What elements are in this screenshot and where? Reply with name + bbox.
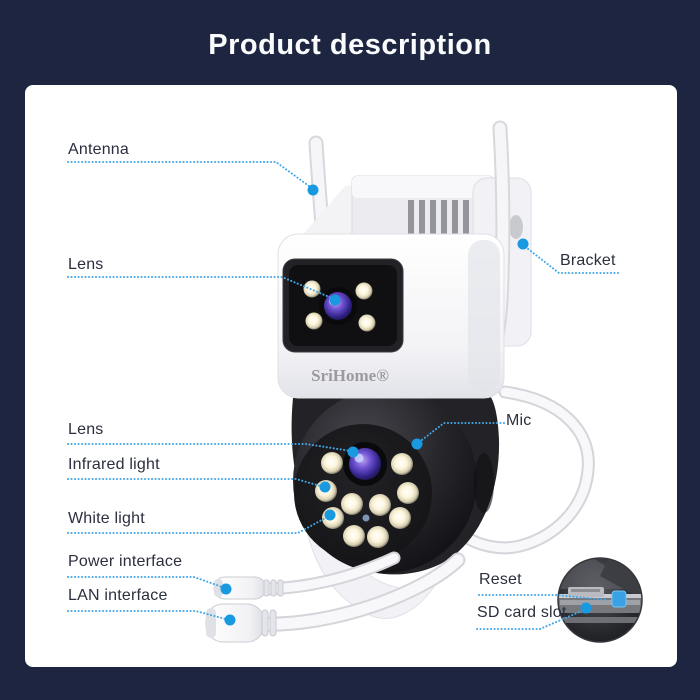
head-led-icons — [303, 280, 376, 332]
leader-power — [67, 576, 226, 589]
lan-connector-icon — [205, 603, 277, 643]
leader-bracket — [522, 244, 619, 274]
label-antenna: Antenna — [68, 141, 130, 158]
sd-slot-inset — [557, 557, 643, 643]
brand-text: SriHome® — [311, 366, 389, 385]
leader-lan — [67, 610, 230, 621]
marker-dots — [220, 184, 592, 626]
label-lens-bottom: Lens — [68, 421, 104, 438]
label-mic: Mic — [506, 412, 532, 429]
leader-lens-bottom — [67, 443, 352, 452]
label-power-interface: Power interface — [68, 553, 183, 570]
reset-button-icon — [611, 590, 627, 608]
leader-lines — [67, 161, 619, 630]
leader-sd — [476, 609, 585, 630]
leader-infrared — [67, 478, 325, 488]
pigtail-cables — [252, 551, 466, 632]
label-lan-interface: LAN interface — [68, 587, 168, 604]
label-lens-top: Lens — [68, 256, 104, 273]
ball-led-icons — [315, 452, 419, 548]
leader-antenna — [67, 161, 314, 190]
vent-block — [300, 175, 495, 255]
leader-lens-top — [67, 276, 335, 300]
label-reset: Reset — [479, 571, 522, 588]
camera-ball — [291, 389, 500, 619]
page-title: Product description — [208, 29, 492, 61]
label-infrared-light: Infrared light — [68, 456, 160, 473]
label-sd-card-slot: SD card slot — [477, 604, 567, 621]
cable-loop — [459, 385, 595, 555]
camera-head: SriHome® — [277, 233, 505, 399]
head-lens-icon — [319, 287, 357, 325]
label-bracket: Bracket — [560, 252, 616, 269]
light-sensor-icon — [362, 514, 370, 522]
leader-white-light — [67, 515, 330, 534]
label-white-light: White light — [68, 510, 145, 527]
leader-mic — [417, 422, 505, 444]
leader-reset — [478, 594, 609, 601]
